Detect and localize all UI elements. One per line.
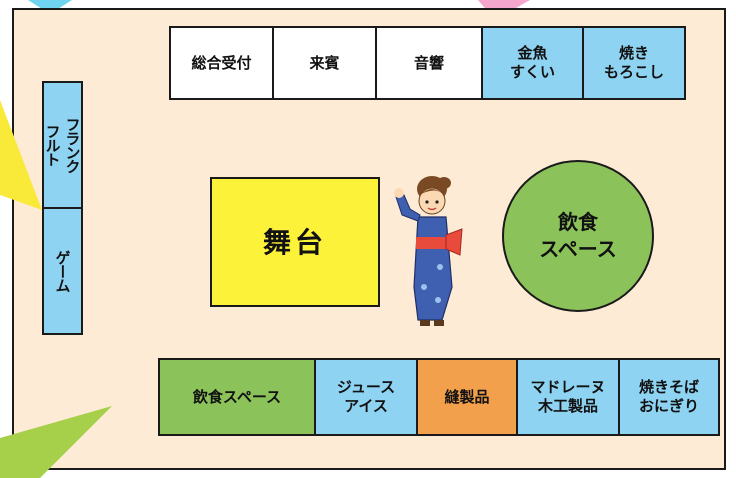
stage-label: 舞台 — [262, 225, 327, 259]
booth-label: 音響 — [413, 53, 444, 72]
booth-games[interactable]: ゲーム — [42, 207, 83, 335]
booth-label: マドレーヌ 木工製品 — [530, 378, 606, 415]
booth-label: ゲーム — [53, 250, 72, 292]
booth-sound[interactable]: 音響 — [375, 26, 483, 100]
booth-juice-ice[interactable]: ジュース アイス — [314, 358, 418, 436]
food-area-label: 飲食 スペース — [539, 210, 617, 261]
booth-guests[interactable]: 来賓 — [272, 26, 377, 100]
booth-label: 来賓 — [309, 53, 340, 72]
booth-frankfurter[interactable]: フランク フルト — [42, 81, 83, 209]
stage[interactable]: 舞台 — [210, 177, 380, 307]
booth-food-space[interactable]: 飲食スペース — [158, 358, 316, 436]
booth-goldfish-scooping[interactable]: 金魚 すくい — [481, 26, 584, 100]
booth-madeleine-woodwork[interactable]: マドレーヌ 木工製品 — [516, 358, 620, 436]
booth-label: 焼き もろこし — [603, 44, 664, 81]
booth-label: 金魚 すくい — [509, 44, 555, 81]
booth-label: 飲食スペース — [192, 387, 282, 406]
booth-label: ジュース アイス — [336, 378, 396, 415]
booth-label: 縫製品 — [444, 387, 490, 406]
booth-yakisoba-onigiri[interactable]: 焼きそば おにぎり — [618, 358, 720, 436]
booth-label: 焼きそば おにぎり — [638, 378, 699, 415]
ray-cyan-icon — [28, 0, 72, 14]
booth-reception[interactable]: 総合受付 — [169, 26, 274, 100]
food-area-circle[interactable]: 飲食 スペース — [502, 160, 654, 312]
booth-label: フランク フルト — [43, 117, 82, 173]
booth-sewn-goods[interactable]: 縫製品 — [416, 358, 518, 436]
yukata-girl-icon — [394, 176, 463, 326]
ray-yellow-icon — [0, 100, 42, 210]
booth-grilled-corn[interactable]: 焼き もろこし — [582, 26, 686, 100]
ray-green-icon — [0, 406, 112, 478]
booth-label: 総合受付 — [191, 53, 252, 72]
